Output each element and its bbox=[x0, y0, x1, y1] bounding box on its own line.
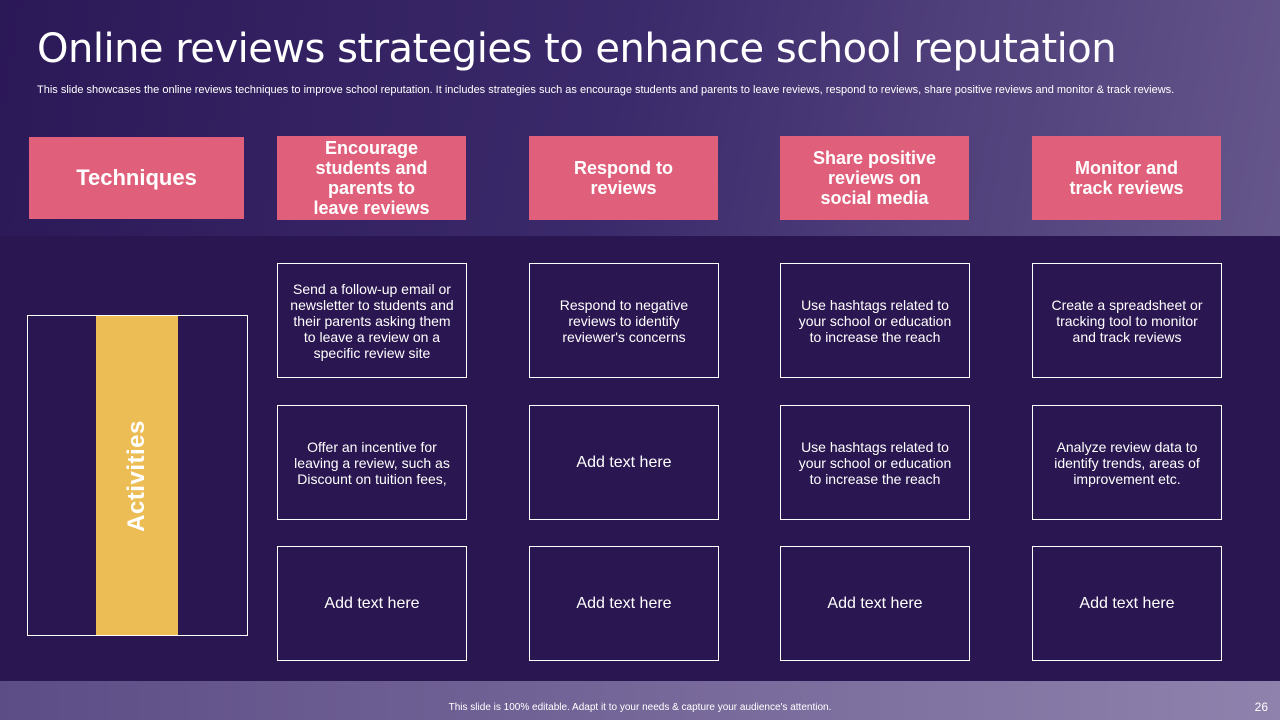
footer-text: This slide is 100% editable. Adapt it to… bbox=[448, 702, 832, 713]
footer-bar bbox=[0, 681, 1280, 720]
header-line: reviews bbox=[590, 178, 657, 198]
header-line: Encourage bbox=[324, 138, 418, 158]
activity-cell: Offer an incentive for leaving a review,… bbox=[277, 405, 467, 520]
header-line: Share positive bbox=[812, 148, 937, 168]
activity-cell-placeholder: Add text here bbox=[1032, 546, 1222, 661]
header-line: leave reviews bbox=[313, 198, 430, 218]
header-line: reviews on bbox=[827, 168, 922, 188]
activity-cell-placeholder: Add text here bbox=[529, 546, 719, 661]
slide-subtitle: This slide showcases the online reviews … bbox=[37, 84, 1175, 96]
column-header-monitor: Monitor and track reviews bbox=[1032, 136, 1221, 220]
slide-title: Online reviews strategies to enhance sch… bbox=[37, 26, 1117, 72]
activity-cell-placeholder: Add text here bbox=[277, 546, 467, 661]
activity-cell: Analyze review data to identify trends, … bbox=[1032, 405, 1222, 520]
header-line: social media bbox=[820, 188, 929, 208]
activities-bar: Activities bbox=[96, 316, 178, 635]
techniques-header: Techniques bbox=[29, 137, 244, 219]
column-header-encourage: Encourage students and parents to leave … bbox=[277, 136, 466, 220]
activities-label: Activities bbox=[123, 419, 150, 532]
activity-cell-placeholder: Add text here bbox=[780, 546, 970, 661]
activity-cell: Create a spreadsheet or tracking tool to… bbox=[1032, 263, 1222, 378]
activity-cell: Respond to negative reviews to identify … bbox=[529, 263, 719, 378]
activity-cell: Send a follow-up email or newsletter to … bbox=[277, 263, 467, 378]
activity-cell: Use hashtags related to your school or e… bbox=[780, 405, 970, 520]
header-line: parents to bbox=[327, 178, 415, 198]
techniques-label: Techniques bbox=[76, 165, 197, 190]
header-line: Monitor and bbox=[1075, 158, 1178, 178]
activities-frame bbox=[27, 315, 248, 636]
header-line: Respond to bbox=[574, 158, 673, 178]
activity-cell-placeholder: Add text here bbox=[529, 405, 719, 520]
activity-cell: Use hashtags related to your school or e… bbox=[780, 263, 970, 378]
column-header-share: Share positive reviews on social media bbox=[780, 136, 969, 220]
column-header-respond: Respond to reviews bbox=[529, 136, 718, 220]
header-line: students and bbox=[315, 158, 428, 178]
header-line: track reviews bbox=[1069, 178, 1184, 198]
page-number: 26 bbox=[1254, 700, 1268, 714]
